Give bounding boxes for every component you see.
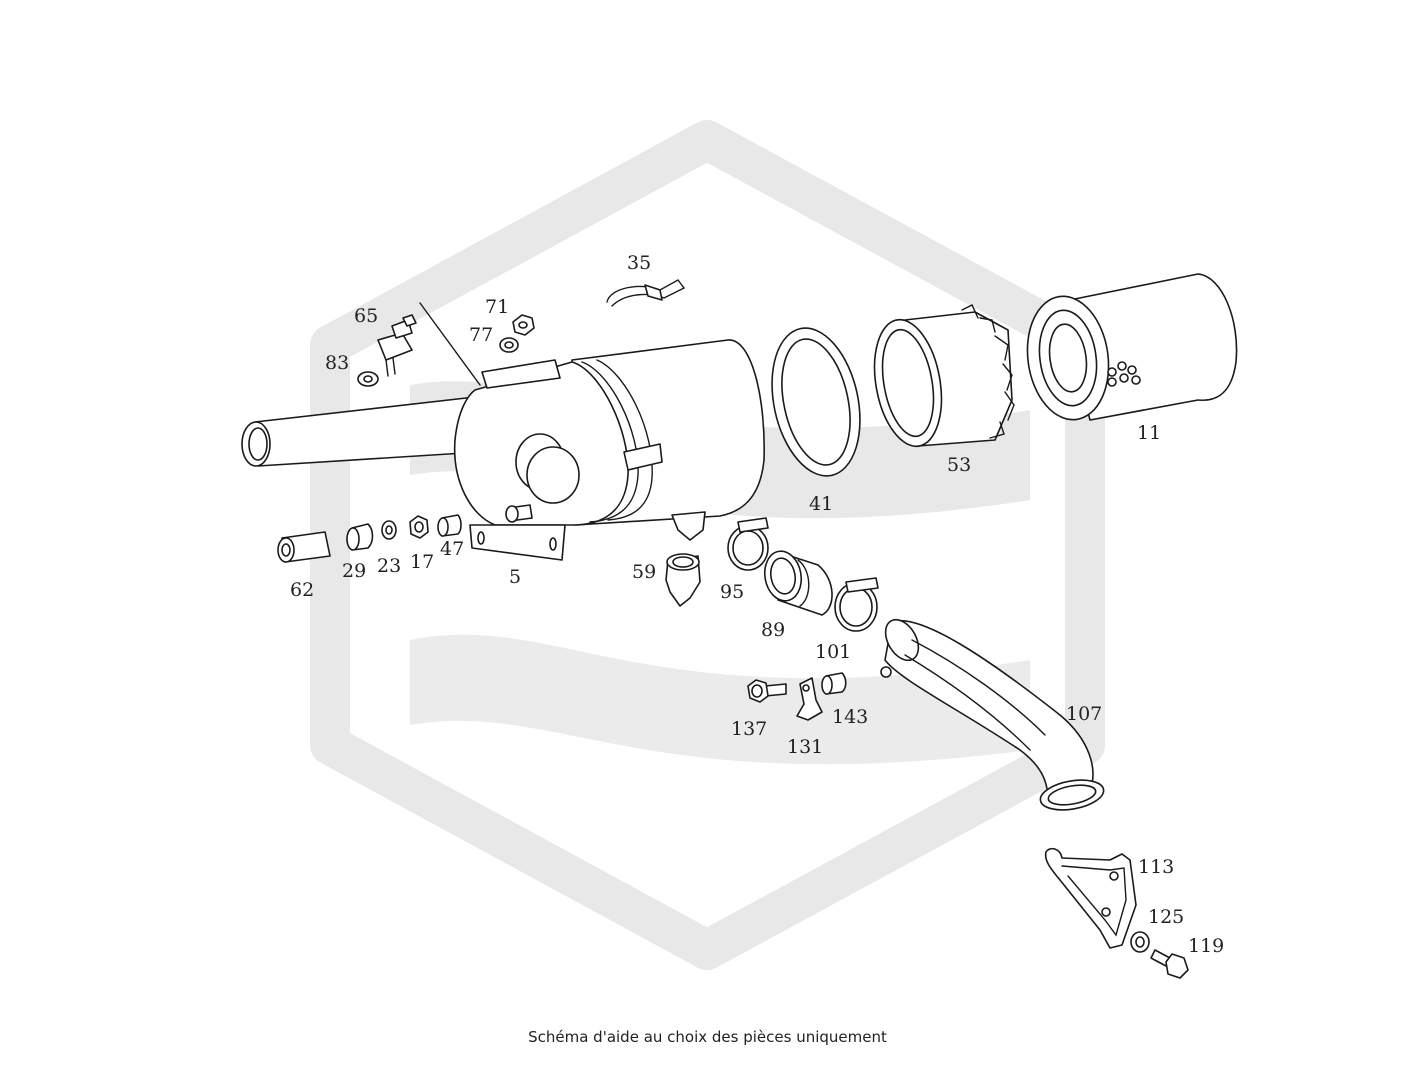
- label-137: 137: [731, 718, 767, 740]
- label-77: 77: [469, 324, 493, 346]
- label-125: 125: [1148, 906, 1184, 928]
- part-65-leader: [419, 302, 481, 386]
- part-89-rubber-sleeve[interactable]: [761, 548, 833, 616]
- part-23-washer[interactable]: [381, 520, 397, 540]
- part-113-bracket[interactable]: [1044, 847, 1137, 949]
- part-11-filter-element[interactable]: [1020, 273, 1238, 425]
- part-53-safety-element[interactable]: [865, 304, 1015, 452]
- part-5-filter-housing[interactable]: [241, 339, 765, 561]
- part-77-washer[interactable]: [499, 337, 519, 353]
- label-35: 35: [627, 252, 651, 274]
- label-89: 89: [761, 619, 785, 641]
- part-83-washer[interactable]: [357, 371, 379, 387]
- label-113: 113: [1138, 856, 1174, 878]
- label-101: 101: [815, 641, 851, 663]
- label-29: 29: [342, 560, 366, 582]
- part-59-dust-valve[interactable]: [665, 553, 701, 607]
- label-131: 131: [787, 736, 823, 758]
- part-41-seal-ring[interactable]: [759, 320, 872, 484]
- part-47-spacer[interactable]: [437, 514, 462, 537]
- label-5: 5: [509, 566, 521, 588]
- part-137-flange-bolt[interactable]: [747, 679, 787, 703]
- label-107: 107: [1066, 703, 1102, 725]
- part-29-cap[interactable]: [346, 523, 374, 551]
- label-83: 83: [325, 352, 349, 374]
- label-11: 11: [1137, 422, 1161, 444]
- label-143: 143: [832, 706, 868, 728]
- label-71: 71: [485, 296, 509, 318]
- label-41: 41: [809, 493, 833, 515]
- part-119-bolt[interactable]: [1150, 949, 1189, 979]
- part-71-nut[interactable]: [512, 314, 535, 336]
- label-53: 53: [947, 454, 971, 476]
- label-95: 95: [720, 581, 744, 603]
- label-47: 47: [440, 538, 464, 560]
- part-35-clip[interactable]: [606, 279, 686, 307]
- label-65: 65: [354, 305, 378, 327]
- label-23: 23: [377, 555, 401, 577]
- part-17-nut[interactable]: [409, 515, 429, 539]
- part-95-hose-clamp[interactable]: [727, 517, 769, 571]
- part-65-sensor[interactable]: [377, 314, 417, 377]
- part-143-spacer[interactable]: [821, 672, 847, 695]
- part-107-intake-pipe[interactable]: [879, 614, 1106, 814]
- diagram-caption: Schéma d'aide au choix des pièces unique…: [528, 1028, 887, 1046]
- label-119: 119: [1188, 935, 1224, 957]
- label-62: 62: [290, 579, 314, 601]
- part-101-hose-clamp[interactable]: [834, 577, 879, 632]
- label-59: 59: [632, 561, 656, 583]
- part-62-sleeve[interactable]: [277, 531, 331, 563]
- label-17: 17: [410, 551, 434, 573]
- part-125-washer[interactable]: [1130, 931, 1150, 953]
- part-131-bracket[interactable]: [796, 677, 823, 721]
